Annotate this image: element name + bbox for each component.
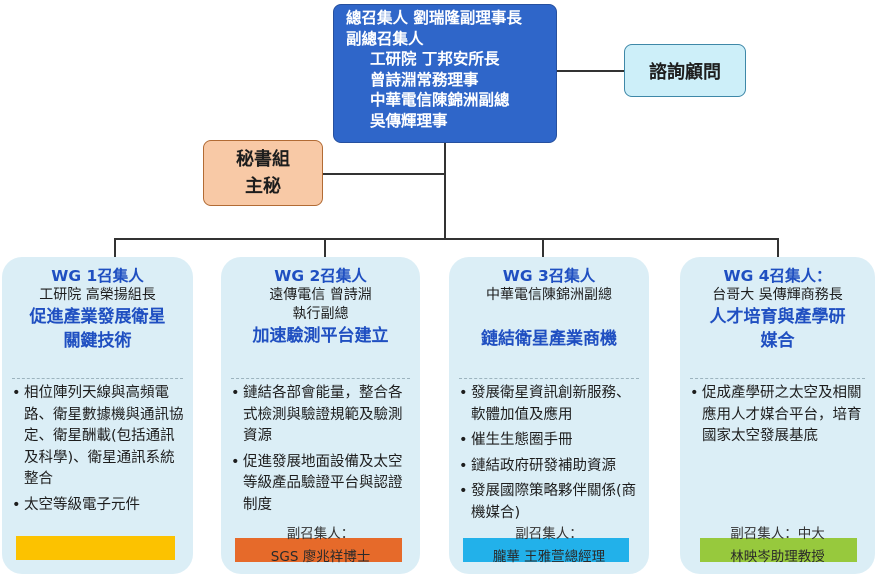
divider	[459, 378, 639, 379]
wg-convener: 中華電信陳錦洲副總	[486, 287, 612, 303]
wg-mission: 媒合	[760, 331, 795, 351]
wg-convener: 遠傳電信 曾詩淵	[269, 287, 372, 303]
wg-convener: 工研院 高榮揚組長	[39, 287, 156, 303]
wg2-panel: WG 2召集人 遠傳電信 曾詩淵 執行副總 加速驗測平台建立 鏈結各部會能量，整…	[221, 257, 420, 574]
task-item: 太空等級電子元件	[12, 495, 187, 517]
task-item: 催生生態圈手冊	[459, 430, 643, 452]
secretariat-role: 主秘	[245, 176, 281, 197]
task-item: 發展國際策略夥伴關係(商機媒合)	[459, 481, 643, 524]
deputy-convener-name: 朧華 王雅萱總經理	[492, 549, 606, 565]
deputy-convener-name: 林映岑助理教授	[730, 549, 825, 565]
task-list: 鏈結各部會能量，整合各式檢測與驗證規範及驗測資源 促進發展地面設備及太空等級產品…	[231, 383, 414, 520]
divider	[12, 378, 183, 379]
wg4-panel: WG 4召集人： 台哥大 吳傳輝商務長 人才培育與產學研 媒合 促成產學研之太空…	[680, 257, 875, 574]
wg-convener-role: 執行副總	[292, 306, 349, 322]
task-item: 促成產學研之太空及相關應用人才媒合平台，培育國家太空發展基底	[690, 383, 869, 448]
task-item: 相位陣列天線與高頻電路、衛星數據機與通訊協定、衛星酬載(包括通訊及科學)、衛星通…	[12, 383, 187, 491]
deputy-bar	[700, 538, 857, 562]
wg-mission: 加速驗測平台建立	[252, 326, 389, 346]
deputy-chief-convener-label: 副總召集人	[346, 29, 424, 48]
wg-convener: 台哥大 吳傳輝商務長	[712, 287, 843, 303]
task-item: 發展衛星資訊創新服務、軟體加值及應用	[459, 383, 643, 426]
deputy-chief-convener-name: 曾詩淵常務理事	[370, 70, 479, 89]
deputy-convener-label: 副召集人：	[515, 526, 583, 542]
deputy-chief-convener-name: 工研院 丁邦安所長	[370, 50, 500, 68]
secretariat-box: 秘書組 主秘	[203, 140, 323, 206]
task-item: 促進發展地面設備及太空等級產品驗證平台與認證制度	[231, 452, 414, 517]
deputy-bar	[235, 538, 402, 562]
wg1-panel: WG 1召集人 工研院 高榮揚組長 促進產業發展衛星 關鍵技術 相位陣列天線與高…	[2, 257, 193, 574]
deputy-bar	[463, 538, 629, 562]
wg3-panel: WG 3召集人 中華電信陳錦洲副總 鏈結衛星產業商機 發展衛星資訊創新服務、軟體…	[449, 257, 649, 574]
task-item: 鏈結政府研發補助資源	[459, 456, 643, 478]
chief-convener-box: 總召集人 劉瑞隆副理事長 副總召集人 工研院 丁邦安所長 曾詩淵常務理事 中華電…	[333, 4, 557, 143]
branch-line	[114, 238, 779, 240]
task-list: 相位陣列天線與高頻電路、衛星數據機與通訊協定、衛星酬載(包括通訊及科學)、衛星通…	[12, 383, 187, 520]
wg-mission: 人才培育與產學研	[709, 307, 846, 327]
wg-title: WG 3召集人	[502, 267, 596, 285]
wg1-drop-line	[114, 238, 116, 257]
deputy-chief-convener-name: 中華電信陳錦洲副總	[370, 91, 510, 109]
wg-title: WG 2召集人	[274, 267, 367, 285]
wg-mission: 關鍵技術	[63, 331, 132, 351]
deputy-convener-label: 副召集人：中大	[730, 526, 825, 542]
secretariat-label: 秘書組	[236, 149, 290, 170]
deputy-bar	[16, 536, 175, 560]
advisor-box: 諮詢顧問	[624, 44, 746, 97]
advisor-connector	[557, 70, 624, 72]
trunk-line	[444, 143, 446, 238]
wg-mission: 促進產業發展衛星	[29, 307, 166, 327]
advisor-label: 諮詢顧問	[649, 61, 721, 83]
wg4-drop-line	[777, 238, 779, 257]
task-item: 鏈結各部會能量，整合各式檢測與驗證規範及驗測資源	[231, 383, 414, 448]
wg-mission: 鏈結衛星產業商機	[481, 329, 617, 349]
deputy-convener-name: SGS 廖兆祥博士	[270, 549, 371, 565]
wg3-drop-line	[542, 238, 544, 257]
divider	[690, 378, 865, 379]
secretariat-connector	[323, 173, 444, 175]
task-list: 促成產學研之太空及相關應用人才媒合平台，培育國家太空發展基底	[690, 383, 869, 452]
deputy-convener-label: 副召集人：	[286, 526, 355, 542]
deputy-chief-convener-name: 吳傳輝理事	[370, 111, 448, 130]
divider	[231, 378, 410, 379]
wg-title: WG 4召集人：	[723, 267, 832, 285]
wg-title: WG 1召集人	[51, 267, 144, 285]
task-list: 發展衛星資訊創新服務、軟體加值及應用 催生生態圈手冊 鏈結政府研發補助資源 發展…	[459, 383, 643, 528]
wg2-drop-line	[324, 238, 326, 257]
chief-convener-line: 總召集人 劉瑞隆副理事長	[346, 9, 522, 27]
